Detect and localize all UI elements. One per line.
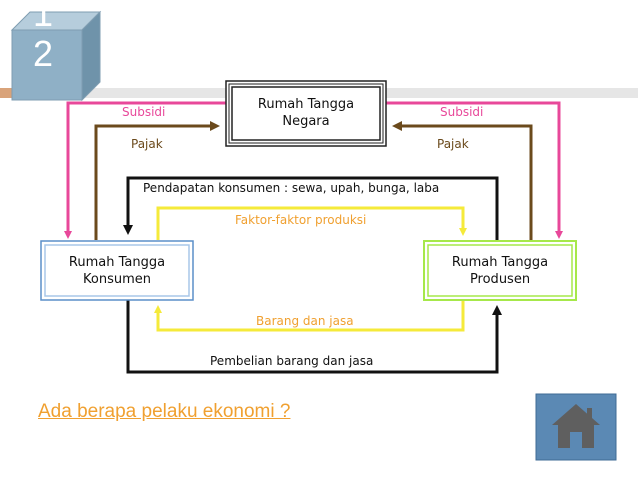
subsidi-right-arrow: [386, 101, 563, 239]
label-pajak-right: Pajak: [437, 137, 469, 151]
pajak-right-arrow: [392, 121, 533, 240]
home-button-graphic: [535, 393, 617, 461]
box-konsumen: Rumah Tangga Konsumen: [45, 254, 189, 288]
box-negara: Rumah Tangga Negara: [232, 96, 380, 130]
box-produsen-line1: Rumah Tangga: [451, 255, 549, 270]
box-negara-line1: Rumah Tangga: [257, 97, 355, 112]
label-pendapatan: Pendapatan konsumen : sewa, upah, bunga,…: [143, 181, 440, 195]
slide-number-line1: 1: [33, 0, 54, 34]
box-negara-frame: [225, 80, 387, 147]
label-pajak-left: Pajak: [131, 137, 163, 151]
slide-number-cube: [10, 10, 102, 102]
pembelian-arrow: [126, 300, 502, 374]
slide-number-line2: 2: [33, 33, 54, 74]
pajak-left-arrow: [94, 121, 220, 240]
box-konsumen-line2: Konsumen: [83, 272, 151, 287]
label-barang-jasa: Barang dan jasa: [256, 314, 354, 328]
faktor-produksi-arrow: [156, 206, 467, 240]
header-bar-accent: [0, 88, 22, 98]
pendapatan-arrow: [123, 176, 499, 240]
question-link[interactable]: Ada berapa pelaku ekonomi ?: [38, 401, 291, 422]
label-subsidi-right: Subsidi: [440, 105, 484, 119]
subsidi-left-arrow: [64, 101, 226, 239]
label-faktor-produksi: Faktor-faktor produksi: [235, 213, 367, 227]
box-produsen-frame: [423, 240, 577, 301]
home-button[interactable]: [536, 394, 616, 460]
box-produsen: Rumah Tangga Produsen: [428, 254, 572, 288]
slide-number: 1 2: [33, 0, 53, 74]
label-pembelian: Pembelian barang dan jasa: [210, 354, 374, 368]
box-konsumen-frame: [40, 240, 194, 301]
box-konsumen-line1: Rumah Tangga: [68, 255, 166, 270]
barang-jasa-arrow: [154, 300, 465, 332]
box-negara-line2: Negara: [282, 114, 330, 129]
label-subsidi-left: Subsidi: [122, 105, 166, 119]
box-produsen-line2: Produsen: [469, 272, 531, 287]
